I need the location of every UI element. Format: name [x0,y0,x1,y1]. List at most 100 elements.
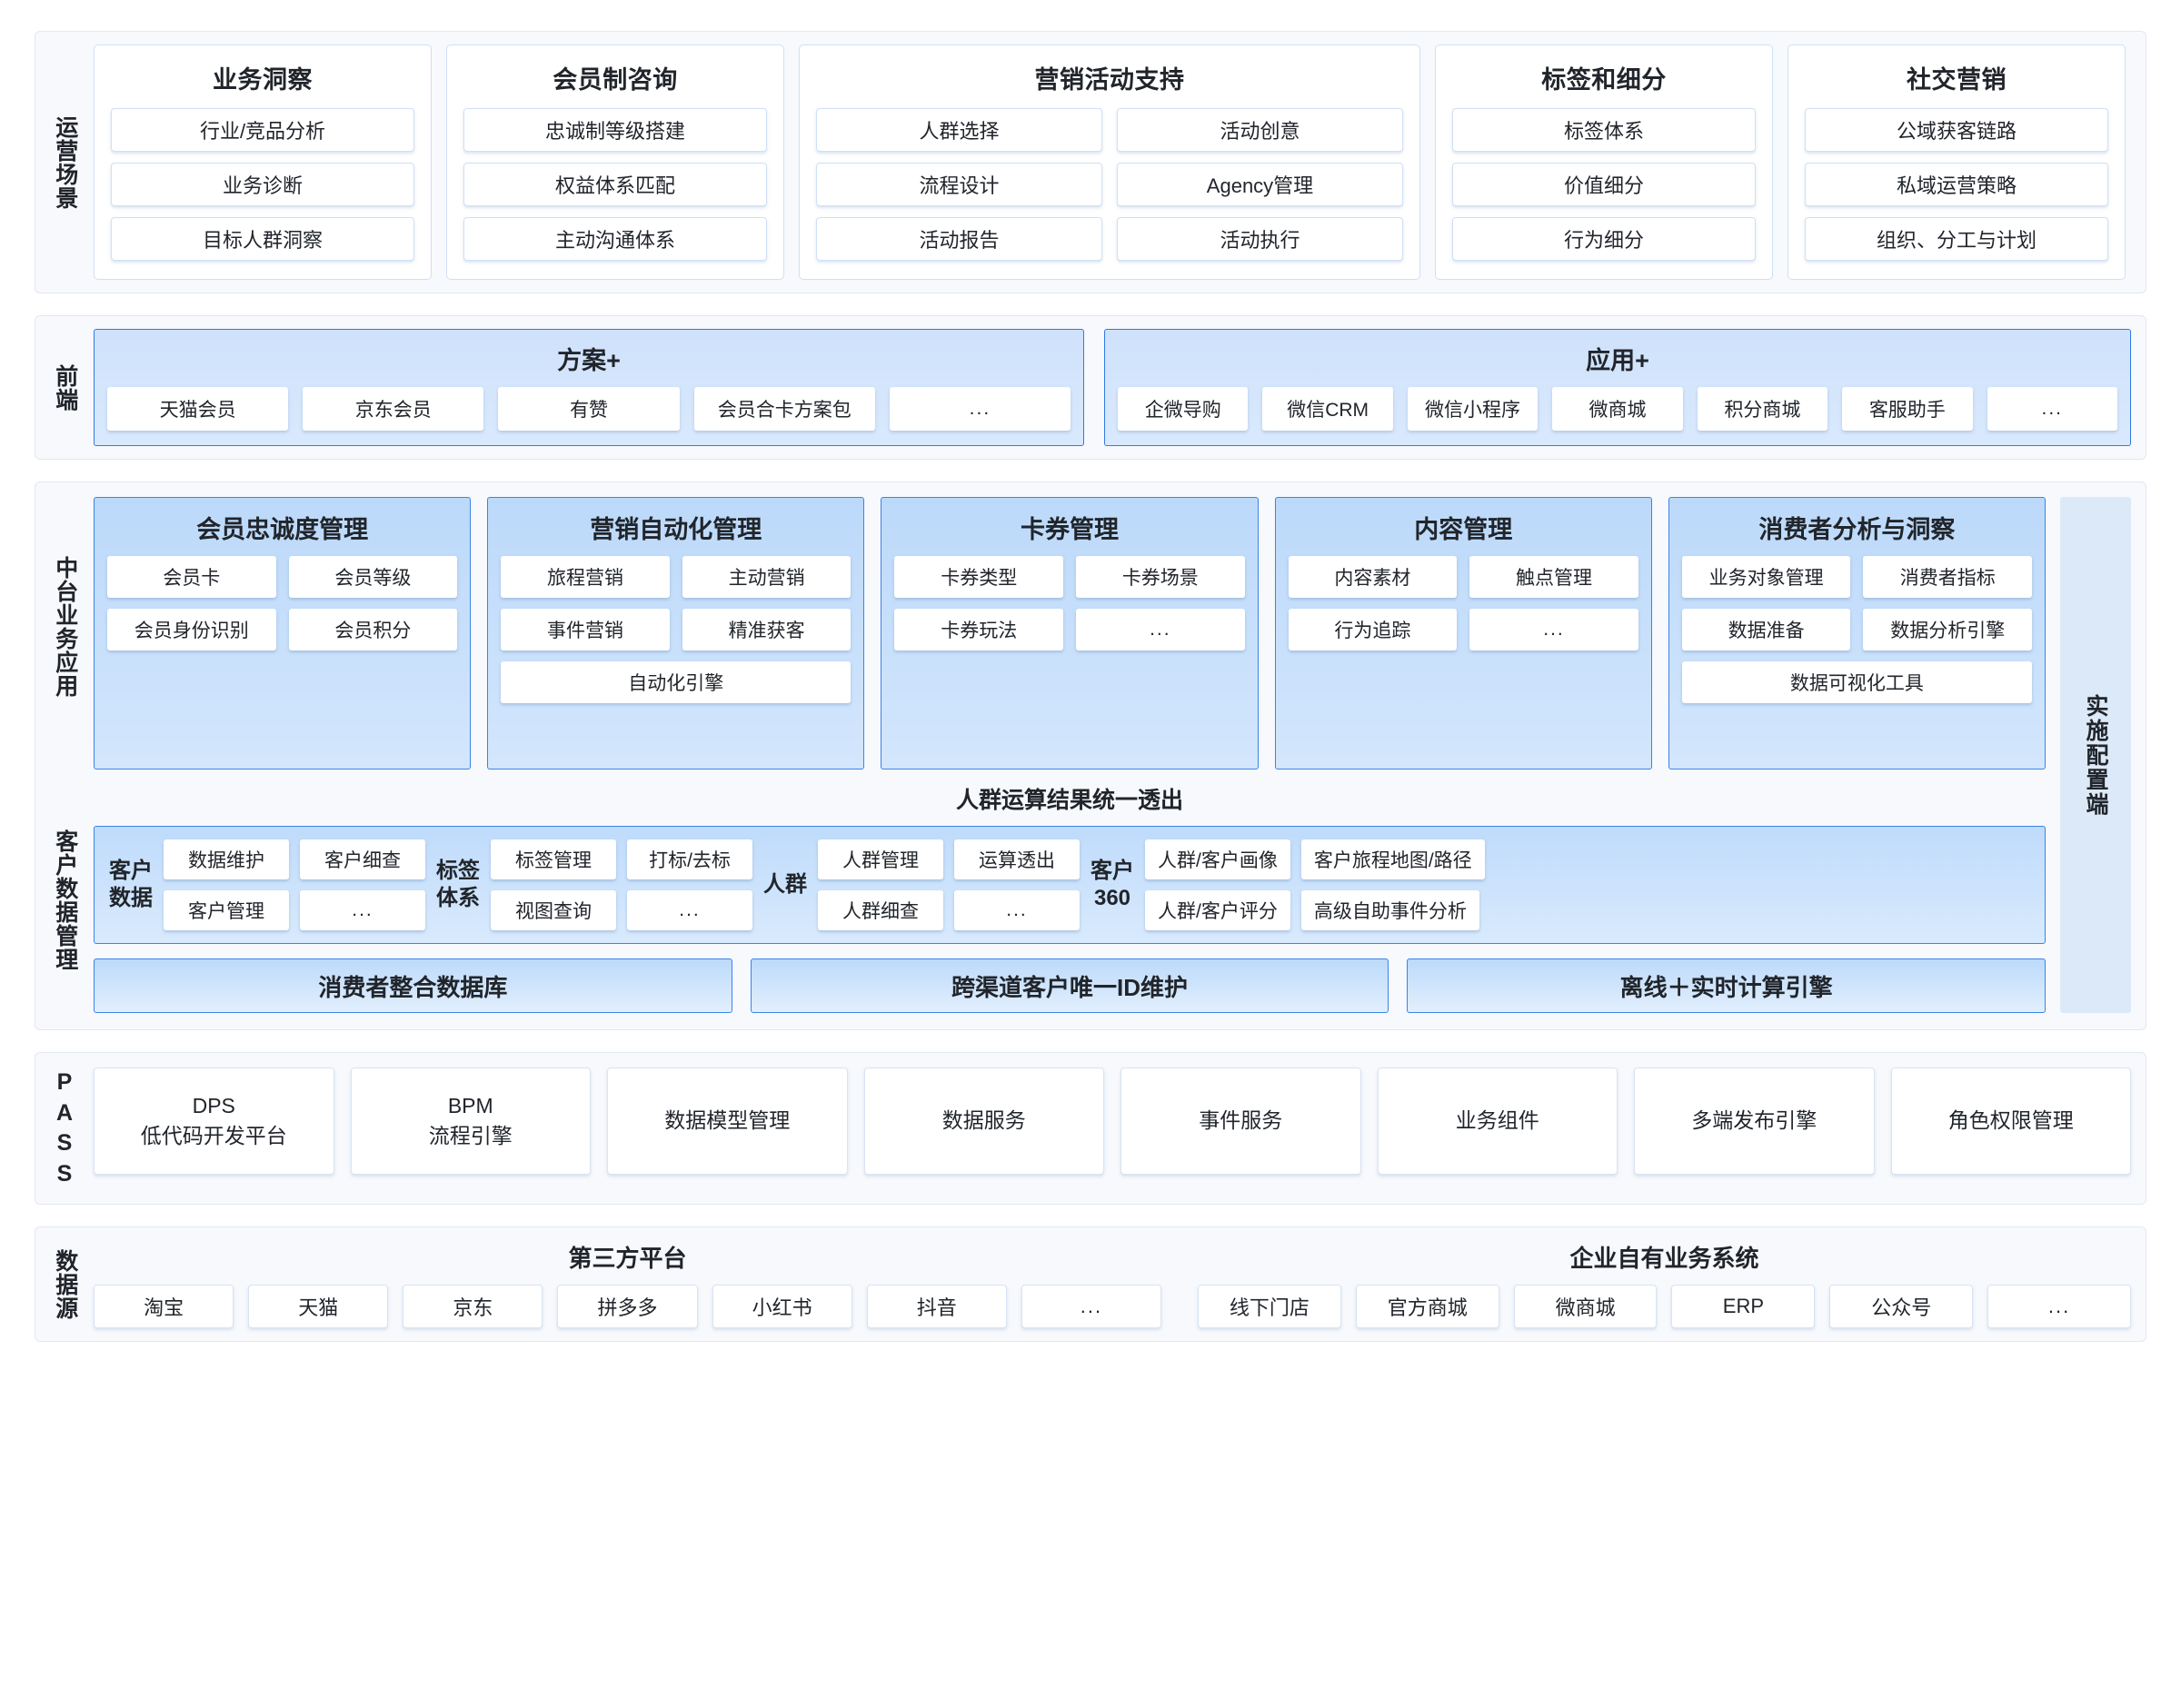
ds-chip[interactable]: 小红书 [712,1285,852,1328]
ds-chip[interactable]: 线下门店 [1198,1285,1341,1328]
scene-chip[interactable]: 人群选择 [816,108,1102,152]
frontend-chip[interactable]: 微信小程序 [1407,387,1539,431]
frontend-chip[interactable]: 微信CRM [1262,387,1393,431]
cd-chip[interactable]: 视图查询 [491,890,616,930]
scene-card-membership-consulting[interactable]: 会员制咨询 忠诚制等级搭建 权益体系匹配 主动沟通体系 [446,45,784,280]
scene-chip[interactable]: 权益体系匹配 [463,163,767,206]
frontend-chip-more[interactable]: ... [889,387,1071,431]
scene-card-tags-segmentation[interactable]: 标签和细分 标签体系 价值细分 行为细分 [1435,45,1773,280]
foundation-compute-engine[interactable]: 离线＋实时计算引擎 [1407,958,2047,1013]
midcard-content[interactable]: 内容管理 内容素材 触点管理 行为追踪 ... [1274,497,1652,770]
frontend-chip[interactable]: 积分商城 [1697,387,1828,431]
mini-chip[interactable]: 会员卡 [107,556,276,598]
frontend-chip[interactable]: 京东会员 [303,387,484,431]
mini-chip[interactable]: 自动化引擎 [501,661,851,703]
mini-chip[interactable]: 数据分析引擎 [1863,609,2033,650]
cd-chip[interactable]: 打标/去标 [627,839,752,879]
cd-chip[interactable]: 人群管理 [818,839,943,879]
scene-chip[interactable]: 行为细分 [1452,217,1756,261]
cd-chip-more[interactable]: ... [954,890,1080,930]
ds-chip[interactable]: 官方商城 [1355,1285,1499,1328]
scene-chip[interactable]: 私域运营策略 [1805,163,2108,206]
cd-chip[interactable]: 标签管理 [491,839,616,879]
mini-chip[interactable]: 内容素材 [1288,556,1458,598]
ds-chip-more[interactable]: ... [1021,1285,1161,1328]
mini-chip[interactable]: 行为追踪 [1288,609,1458,650]
mini-chip[interactable]: 数据可视化工具 [1681,661,2033,703]
mini-chip[interactable]: 精准获客 [682,609,851,650]
scene-chip[interactable]: 业务诊断 [111,163,414,206]
mini-chip[interactable]: 会员身份识别 [107,609,276,650]
mini-chip[interactable]: 数据准备 [1681,609,1851,650]
pass-card-data-model[interactable]: 数据模型管理 [607,1068,848,1175]
scene-chip[interactable]: 组织、分工与计划 [1805,217,2108,261]
ds-chip[interactable]: 天猫 [248,1285,389,1328]
implementation-config-rail[interactable]: 实施配置端 [2060,497,2131,1013]
frontend-chip[interactable]: 客服助手 [1842,387,1973,431]
cd-chip-more[interactable]: ... [300,890,425,930]
midcard-consumer-analytics[interactable]: 消费者分析与洞察 业务对象管理 消费者指标 数据准备 数据分析引擎 [1668,497,2047,770]
mini-chip[interactable]: 旅程营销 [501,556,670,598]
mini-chip-more[interactable]: ... [1469,609,1638,650]
frontend-chip[interactable]: 会员合卡方案包 [693,387,875,431]
frontend-chip[interactable]: 企微导购 [1118,387,1249,431]
mini-chip[interactable]: 事件营销 [501,609,670,650]
pass-card-event-service[interactable]: 事件服务 [1120,1068,1361,1175]
scene-card-social-marketing[interactable]: 社交营销 公域获客链路 私域运营策略 组织、分工与计划 [1788,45,2126,280]
ds-chip[interactable]: ERP [1671,1285,1816,1328]
cd-chip[interactable]: 高级自助事件分析 [1300,890,1479,930]
scene-chip[interactable]: Agency管理 [1117,163,1403,206]
scene-chip[interactable]: 活动报告 [816,217,1102,261]
foundation-consumer-db[interactable]: 消费者整合数据库 [94,958,732,1013]
frontend-chip[interactable]: 微商城 [1552,387,1683,431]
foundation-cross-channel-id[interactable]: 跨渠道客户唯一ID维护 [750,958,1389,1013]
cd-chip[interactable]: 人群/客户评分 [1145,890,1290,930]
cd-chip[interactable]: 人群细查 [818,890,943,930]
scene-chip[interactable]: 价值细分 [1452,163,1756,206]
scene-chip[interactable]: 流程设计 [816,163,1102,206]
scene-chip[interactable]: 主动沟通体系 [463,217,767,261]
mini-chip[interactable]: 会员等级 [288,556,458,598]
cd-chip[interactable]: 客户管理 [164,890,289,930]
mini-chip[interactable]: 卡券玩法 [894,609,1064,650]
frontend-chip-more[interactable]: ... [1987,387,2117,431]
scene-chip[interactable]: 活动执行 [1117,217,1403,261]
scene-chip[interactable]: 活动创意 [1117,108,1403,152]
scene-chip[interactable]: 公域获客链路 [1805,108,2108,152]
pass-card-data-service[interactable]: 数据服务 [863,1068,1104,1175]
frontend-group-solutions[interactable]: 方案+ 天猫会员 京东会员 有赞 会员合卡方案包 ... [94,329,1084,446]
cd-chip[interactable]: 运算透出 [954,839,1080,879]
midcard-loyalty[interactable]: 会员忠诚度管理 会员卡 会员等级 会员身份识别 会员积分 [94,497,472,770]
scene-card-business-insight[interactable]: 业务洞察 行业/竞品分析 业务诊断 目标人群洞察 [94,45,432,280]
pass-card-bpm[interactable]: BPM 流程引擎 [350,1068,591,1175]
mini-chip[interactable]: 业务对象管理 [1681,556,1851,598]
scene-chip[interactable]: 行业/竞品分析 [111,108,414,152]
mini-chip-more[interactable]: ... [1076,609,1245,650]
pass-card-role-permission[interactable]: 角色权限管理 [1890,1068,2131,1175]
mini-chip[interactable]: 消费者指标 [1863,556,2033,598]
midcard-marketing-automation[interactable]: 营销自动化管理 旅程营销 主动营销 事件营销 精准获客 自动化引 [487,497,865,770]
frontend-chip[interactable]: 天猫会员 [107,387,289,431]
cd-chip[interactable]: 客户细查 [300,839,425,879]
ds-chip[interactable]: 抖音 [866,1285,1007,1328]
mini-chip[interactable]: 卡券场景 [1076,556,1245,598]
cd-chip[interactable]: 数据维护 [164,839,289,879]
frontend-group-applications[interactable]: 应用+ 企微导购 微信CRM 微信小程序 微商城 积分商城 客服助手 ... [1104,329,2131,446]
scene-chip[interactable]: 标签体系 [1452,108,1756,152]
cd-chip[interactable]: 人群/客户画像 [1145,839,1290,879]
ds-chip[interactable]: 微商城 [1513,1285,1658,1328]
pass-card-business-components[interactable]: 业务组件 [1377,1068,1618,1175]
cd-chip-more[interactable]: ... [627,890,752,930]
pass-card-dps[interactable]: DPS 低代码开发平台 [94,1068,334,1175]
ds-chip[interactable]: 公众号 [1829,1285,1974,1328]
mini-chip[interactable]: 卡券类型 [894,556,1064,598]
cd-chip[interactable]: 客户旅程地图/路径 [1300,839,1485,879]
ds-chip[interactable]: 京东 [403,1285,543,1328]
scene-chip[interactable]: 目标人群洞察 [111,217,414,261]
ds-chip-more[interactable]: ... [1987,1285,2131,1328]
mini-chip[interactable]: 会员积分 [288,609,458,650]
mini-chip[interactable]: 主动营销 [682,556,851,598]
ds-chip[interactable]: 拼多多 [557,1285,698,1328]
midcard-coupon[interactable]: 卡券管理 卡券类型 卡券场景 卡券玩法 ... [881,497,1259,770]
pass-card-multi-end-publish[interactable]: 多端发布引擎 [1634,1068,1875,1175]
